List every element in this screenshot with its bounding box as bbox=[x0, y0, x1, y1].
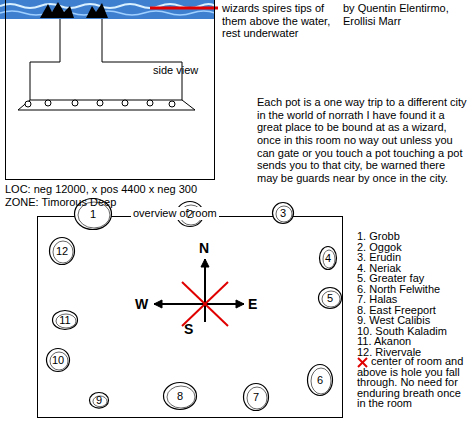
pot-circle: 8 bbox=[163, 382, 197, 410]
pot bbox=[25, 100, 175, 107]
pot-number: 11 bbox=[59, 314, 70, 327]
pot-number: 6 bbox=[317, 374, 323, 387]
center-hole-mark bbox=[182, 282, 228, 326]
compass-letter: S bbox=[184, 321, 193, 337]
pot-circle: 9 bbox=[89, 392, 109, 409]
compass-letter: E bbox=[248, 296, 257, 312]
pot-ellipse bbox=[53, 311, 78, 330]
pot-circle: 5 bbox=[318, 287, 342, 309]
pot-rim bbox=[180, 205, 202, 225]
pot-circle: 4 bbox=[319, 246, 337, 270]
spire bbox=[86, 3, 108, 18]
pot-key-entry: 7. Halas bbox=[357, 294, 469, 305]
view-caption: side view bbox=[151, 64, 200, 77]
pot-circle: 11 bbox=[52, 310, 78, 330]
pot-number: 1 bbox=[90, 208, 96, 221]
pot-rim bbox=[50, 352, 68, 370]
location-note: ZONE: Timorous Deep bbox=[5, 196, 205, 209]
pot-number: 10 bbox=[52, 354, 64, 367]
pot-key-entry: 5. Greater fay bbox=[357, 273, 469, 284]
pot-ellipse bbox=[319, 288, 342, 309]
pot-number: 9 bbox=[96, 394, 102, 407]
pot-key-entry: 4. Neriak bbox=[357, 263, 469, 274]
pot-key-entry: 9. West Calibis bbox=[357, 315, 469, 326]
pot-ellipse bbox=[177, 202, 204, 227]
room-outline: overview of room123456789101112 bbox=[37, 216, 343, 418]
pot-ellipse bbox=[244, 384, 269, 411]
pot-rim bbox=[56, 314, 76, 328]
pot-rim bbox=[311, 368, 331, 394]
pot-number: 12 bbox=[56, 245, 68, 258]
wave bbox=[0, 11, 215, 15]
pot-circle: 10 bbox=[46, 348, 70, 372]
pot-ellipse bbox=[90, 392, 109, 408]
leader-line bbox=[150, 7, 218, 10]
pot-number: 4 bbox=[325, 252, 331, 265]
pot-key-entry: 3. Erudin bbox=[357, 252, 469, 263]
pot-ellipse bbox=[50, 238, 75, 265]
pot-rim bbox=[276, 206, 292, 222]
legend-entry: center of room and above is hole you fal… bbox=[357, 356, 469, 409]
pot-key-entry: 1. Grobb bbox=[357, 231, 469, 242]
compass bbox=[154, 259, 244, 322]
pot-key-entry: 11. Akanon bbox=[357, 336, 469, 347]
compass-letter: W bbox=[135, 296, 148, 312]
location-note: LOC: neg 12000, x pos 4400 x neg 300 bbox=[5, 183, 250, 196]
pot-ellipse bbox=[164, 383, 197, 410]
compass-letter: N bbox=[199, 240, 209, 256]
pot-rim bbox=[167, 386, 195, 408]
pot-rim bbox=[323, 250, 335, 268]
pot-circle: 7 bbox=[243, 383, 269, 411]
pot-circle: 6 bbox=[307, 364, 333, 396]
pot-ellipse bbox=[273, 203, 294, 224]
pot-ellipse bbox=[47, 349, 70, 372]
pot-rim bbox=[53, 241, 73, 263]
room-heading: overview of room bbox=[131, 207, 219, 220]
pot-rim bbox=[322, 291, 340, 307]
pot-key-entry: 8. East Freeport bbox=[357, 305, 469, 316]
note: wizards spires tips of them above the wa… bbox=[222, 2, 340, 40]
pot-number: 7 bbox=[253, 391, 259, 404]
legend-text: center of room and above is hole you fal… bbox=[357, 356, 469, 409]
pot-ellipse bbox=[320, 247, 337, 270]
note: by Quentin Elentirmo, Erollisi Marr bbox=[343, 2, 468, 27]
side-view-frame: side view bbox=[5, 0, 215, 180]
description: Each pot is a one way trip to a differen… bbox=[257, 96, 467, 184]
pot-rim bbox=[247, 387, 267, 409]
pot-number: 5 bbox=[327, 292, 333, 305]
spire bbox=[40, 2, 74, 18]
pot-number: 2 bbox=[187, 208, 193, 221]
pot-circle: 3 bbox=[272, 202, 294, 224]
pot-circle: 12 bbox=[49, 237, 75, 265]
pot-number: 8 bbox=[177, 390, 183, 403]
pot-key-entry: 2. Oggok bbox=[357, 242, 469, 253]
pot-number: 3 bbox=[280, 207, 286, 220]
pot-ellipse bbox=[308, 365, 333, 396]
pot-key-entry: 10. South Kaladim bbox=[357, 326, 469, 337]
pot-key-entry: 6. North Felwithe bbox=[357, 284, 469, 295]
